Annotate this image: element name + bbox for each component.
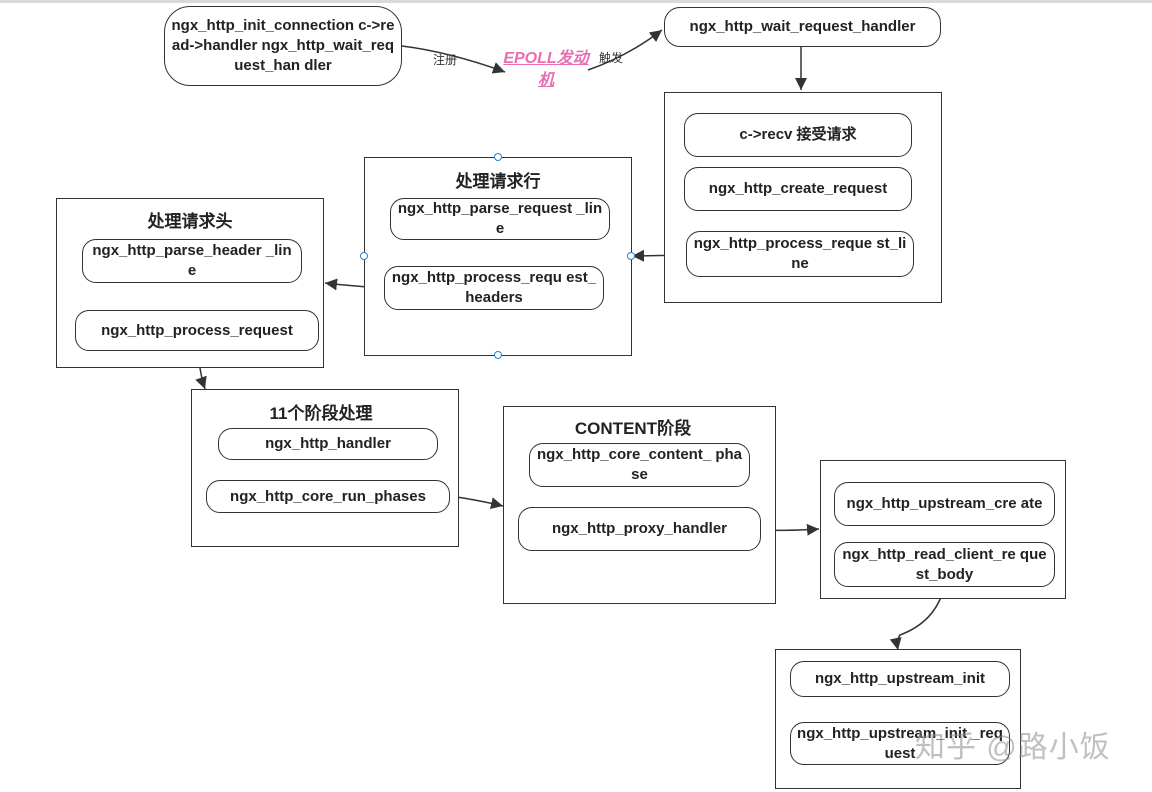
read-client-request-body-label: ngx_http_read_client_re quest_body [842, 545, 1047, 583]
parse-header-line-label: ngx_http_parse_header _line [92, 242, 292, 279]
watermark: 知乎 @路小饭 [915, 731, 1111, 764]
core-run-phases-node[interactable]: ngx_http_core_run_phases [206, 480, 450, 513]
recv-request-node[interactable]: c->recv 接受请求 [684, 113, 912, 157]
upstream-create-node[interactable]: ngx_http_upstream_cre ate [834, 482, 1055, 526]
parse-request-line-label: ngx_http_parse_request _line [397, 200, 603, 237]
process-request-label: ngx_http_process_request [101, 321, 293, 339]
init-connection-label: ngx_http_init_connection c->read->handle… [171, 17, 395, 74]
wait-request-handler-label: ngx_http_wait_request_handler [689, 18, 916, 35]
proxy-handler-label: ngx_http_proxy_handler [551, 520, 728, 537]
request-line-group-title: 处理请求行 [455, 172, 541, 191]
arrow-trigger [587, 29, 663, 71]
create-request-node[interactable]: ngx_http_create_request [684, 167, 912, 211]
arrow-readbody-to-upstreaminit [889, 587, 945, 651]
core-content-phase-label: ngx_http_core_content_ phase [536, 446, 743, 483]
create-request-label: ngx_http_create_request [708, 180, 888, 197]
init-connection-node[interactable]: ngx_http_init_connection c->read->handle… [164, 6, 402, 86]
read-client-request-body-node[interactable]: ngx_http_read_client_re quest_body [834, 542, 1055, 587]
header-group-title: 处理请求头 [147, 212, 233, 231]
arrow-register [401, 45, 506, 74]
resize-handle-left[interactable] [360, 252, 368, 260]
request-line-group[interactable] [364, 157, 632, 356]
parse-header-line-node[interactable]: ngx_http_parse_header _line [82, 239, 302, 283]
trigger-edge-label: 触发 [599, 51, 624, 65]
http-handler-label: ngx_http_handler [265, 435, 391, 452]
resize-handle-top[interactable] [494, 153, 502, 161]
core-content-phase-node[interactable]: ngx_http_core_content_ phase [529, 443, 750, 487]
content-group-title: CONTENT阶段 [574, 419, 692, 438]
process-request-headers-node[interactable]: ngx_http_process_requ est_headers [384, 266, 604, 310]
process-request-line-label: ngx_http_process_reque st_line [693, 235, 907, 272]
wait-request-handler-node[interactable]: ngx_http_wait_request_handler [664, 7, 941, 47]
content-group [503, 406, 776, 604]
phases-group-title: 11个阶段处理 [269, 404, 373, 423]
core-run-phases-label: ngx_http_core_run_phases [230, 487, 426, 505]
resize-handle-right[interactable] [627, 252, 635, 260]
http-handler-node[interactable]: ngx_http_handler [218, 428, 438, 460]
upstream-create-label: ngx_http_upstream_cre ate [846, 495, 1043, 512]
register-edge-label: 注册 [433, 53, 458, 67]
parse-request-line-node[interactable]: ngx_http_parse_request _line [390, 198, 610, 240]
recv-request-label: c->recv 接受请求 [739, 126, 857, 143]
epoll-engine-label: EPOLL发动机 [503, 50, 589, 89]
upstream-init-request-node[interactable]: ngx_http_upstream_init _request [790, 722, 1010, 765]
upstream-init-label: ngx_http_upstream_init [814, 670, 986, 687]
process-request-headers-label: ngx_http_process_requ est_headers [391, 269, 597, 306]
process-request-node[interactable]: ngx_http_process_request [75, 310, 319, 351]
proxy-handler-node[interactable]: ngx_http_proxy_handler [518, 507, 761, 551]
resize-handle-bottom[interactable] [494, 351, 502, 359]
phases-group [191, 389, 459, 547]
upstream-init-node[interactable]: ngx_http_upstream_init [790, 661, 1010, 697]
top-border [0, 0, 1152, 3]
process-request-line-node[interactable]: ngx_http_process_reque st_line [686, 231, 914, 277]
upstream-init-request-label: ngx_http_upstream_init _request [797, 724, 1003, 762]
